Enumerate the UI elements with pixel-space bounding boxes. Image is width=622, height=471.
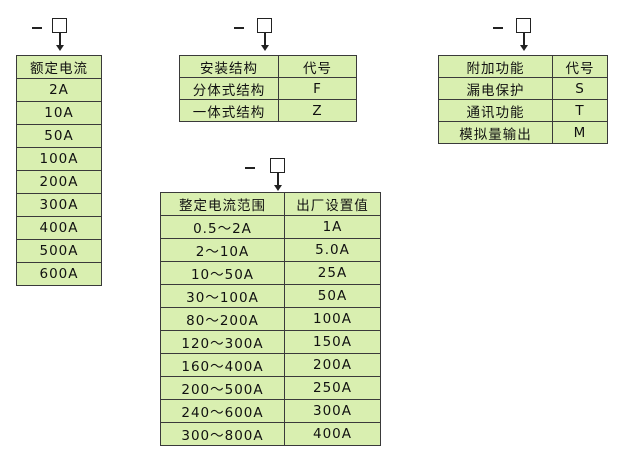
table-header: 安装结构 [179,55,279,78]
table-header: 附加功能 [438,55,553,78]
table-cell: 100A [16,147,102,171]
table-cell: S [552,77,608,100]
selector-installation [234,16,274,51]
table-cell: 漏电保护 [438,77,553,100]
table-cell: 300A [16,193,102,217]
table-cell: 2A [16,78,102,102]
dash-mark [245,167,255,169]
table-cell: 300～800A [160,422,285,446]
table-cell: 150A [284,330,381,354]
table-cell: 200A [284,353,381,377]
additional-functions-table: 附加功能 代号 漏电保护 S 通讯功能 T 模拟量输出 M [438,55,608,144]
table-cell: T [552,99,608,122]
current-rating-table: 额定电流 2A 10A 50A 100A 200A 300A 400A 500A… [16,55,102,286]
table-cell: 0.5～2A [160,215,285,239]
table-header: 代号 [552,55,608,78]
table-cell: 160～400A [160,353,285,377]
arrow-line [59,33,61,48]
arrow-head [274,185,282,191]
selector-current-rating [32,16,72,51]
table-cell: 200～500A [160,376,285,400]
dash-mark [234,27,244,29]
dash-mark [32,27,42,29]
table-cell: 250A [284,376,381,400]
arrow-line [523,33,525,48]
table-cell: 400A [284,422,381,446]
table-header: 整定电流范围 [160,192,285,216]
table-cell: 5.0A [284,238,381,262]
table-cell: 30～100A [160,284,285,308]
table-cell: 50A [284,284,381,308]
table-cell: 200A [16,170,102,194]
arrow-head [261,45,269,51]
table-cell: 50A [16,124,102,148]
table-cell: 通讯功能 [438,99,553,122]
table-header: 额定电流 [16,55,102,79]
table-header: 代号 [278,55,357,78]
installation-table: 安装结构 代号 分体式结构 F 一体式结构 Z [179,55,357,122]
table-cell: 240～600A [160,399,285,423]
code-box [516,18,531,33]
arrow-line [264,33,266,48]
selector-additional-functions [493,16,533,51]
table-cell: 10A [16,101,102,125]
table-cell: 25A [284,261,381,285]
table-cell: M [552,121,608,144]
table-cell: 500A [16,239,102,263]
table-cell: Z [278,99,357,122]
table-cell: 一体式结构 [179,99,279,122]
selector-setting-range [245,156,285,191]
table-cell: 分体式结构 [179,77,279,100]
table-cell: 400A [16,216,102,240]
table-header: 出厂设置值 [284,192,381,216]
table-cell: F [278,77,357,100]
table-cell: 100A [284,307,381,331]
code-box [270,158,285,173]
table-cell: 80～200A [160,307,285,331]
arrow-head [56,45,64,51]
code-box [257,18,272,33]
table-cell: 2～10A [160,238,285,262]
table-cell: 1A [284,215,381,239]
table-cell: 模拟量输出 [438,121,553,144]
table-cell: 120～300A [160,330,285,354]
arrow-head [520,45,528,51]
code-box [52,18,67,33]
table-cell: 10～50A [160,261,285,285]
table-cell: 600A [16,262,102,286]
table-cell: 300A [284,399,381,423]
arrow-line [277,173,279,188]
dash-mark [493,27,503,29]
